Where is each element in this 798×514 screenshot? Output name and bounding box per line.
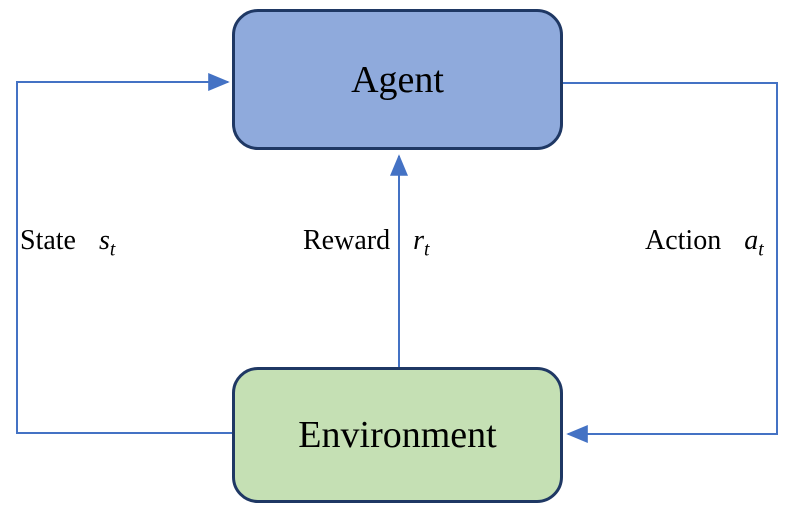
reward-label: Reward rt xyxy=(303,225,429,260)
agent-label: Agent xyxy=(351,58,444,101)
action-variable: at xyxy=(744,225,763,260)
action-var-subscript: t xyxy=(758,239,764,261)
state-label: State st xyxy=(20,225,115,260)
state-var-letter: s xyxy=(99,225,110,256)
state-var-subscript: t xyxy=(109,239,116,261)
action-label: Action at xyxy=(645,225,764,260)
action-arrow xyxy=(563,82,778,443)
environment-box: Environment xyxy=(232,367,563,503)
state-variable: st xyxy=(99,225,115,260)
state-word: State xyxy=(20,225,76,256)
reward-word: Reward xyxy=(303,225,391,256)
agent-box: Agent xyxy=(232,9,563,150)
environment-label: Environment xyxy=(298,414,497,456)
reward-variable: rt xyxy=(413,225,429,260)
state-arrow xyxy=(16,73,232,434)
reward-var-letter: r xyxy=(413,225,424,256)
reward-var-subscript: t xyxy=(423,239,430,261)
action-var-letter: a xyxy=(744,225,759,256)
action-word: Action xyxy=(645,225,722,256)
